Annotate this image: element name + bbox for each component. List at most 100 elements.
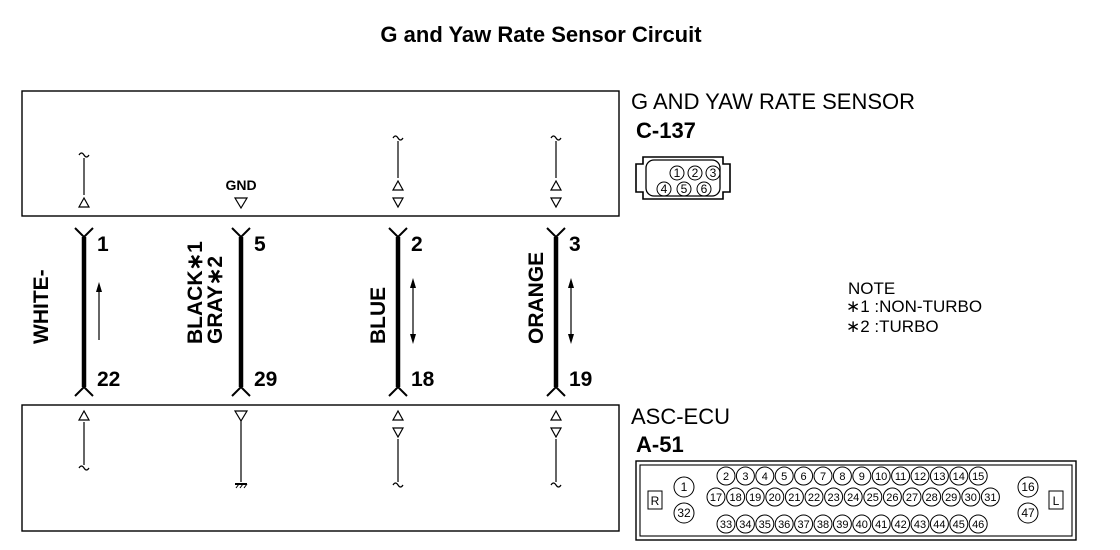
svg-text:34: 34 (739, 519, 751, 531)
ecu-pin-number: 29 (254, 368, 277, 391)
ecu-cavity: 31 (980, 487, 1000, 507)
svg-text:37: 37 (797, 519, 809, 531)
svg-text:35: 35 (759, 519, 771, 531)
ecu-cavity: 43 (910, 514, 930, 534)
svg-text:4: 4 (762, 471, 768, 483)
ecu-cavity: 15 (968, 466, 988, 486)
ecu-cavity: 14 (949, 466, 969, 486)
sensor-cavity: 1 (669, 165, 685, 181)
terminal-marker (391, 179, 405, 191)
svg-text:6: 6 (801, 471, 807, 483)
note-block: NOTE ∗1 :NON-TURBO ∗2 :TURBO (846, 279, 982, 336)
svg-text:3: 3 (742, 471, 748, 483)
svg-text:44: 44 (933, 519, 945, 531)
ecu-cavity: 45 (949, 514, 969, 534)
sensor-cavity: 5 (676, 181, 692, 197)
ecu-cavity: 20 (765, 487, 785, 507)
svg-text:30: 30 (965, 492, 977, 504)
svg-text:26: 26 (886, 492, 898, 504)
svg-text:4: 4 (661, 182, 668, 196)
svg-text:18: 18 (729, 492, 741, 504)
svg-text:43: 43 (914, 519, 926, 531)
wire-color-label: BLACK∗1 (184, 241, 207, 344)
ecu-cavity: 16 (1017, 476, 1039, 498)
wire-blue: 2 18 BLUE (367, 135, 435, 488)
svg-text:27: 27 (906, 492, 918, 504)
ecu-cavity: 30 (961, 487, 981, 507)
svg-text:21: 21 (788, 492, 800, 504)
ground-icon (235, 483, 248, 489)
ecu-cavity: 10 (871, 466, 891, 486)
ecu-cavity: 35 (755, 514, 775, 534)
sensor-name: G AND YAW RATE SENSOR (631, 89, 915, 114)
ecu-cavity: 13 (929, 466, 949, 486)
ecu-cavity: 25 (863, 487, 883, 507)
svg-text:40: 40 (856, 519, 868, 531)
svg-text:5: 5 (681, 182, 688, 196)
note-item-1: ∗1 :NON-TURBO (846, 297, 982, 316)
svg-text:28: 28 (925, 492, 937, 504)
terminal-marker (549, 427, 563, 439)
signal-direction-arrow (96, 282, 102, 292)
ecu-pin-number: 19 (569, 368, 592, 391)
ecu-cavity: 3 (735, 466, 755, 486)
svg-text:2: 2 (692, 166, 699, 180)
svg-text:42: 42 (894, 519, 906, 531)
ecu-cavity: 44 (929, 514, 949, 534)
ecu-cavity: 26 (882, 487, 902, 507)
svg-text:33: 33 (720, 519, 732, 531)
ecu-connector-id: A-51 (636, 432, 684, 457)
svg-text:39: 39 (836, 519, 848, 531)
ecu-cavity: 33 (716, 514, 736, 534)
terminal-marker (549, 197, 563, 209)
terminal-marker (77, 409, 91, 421)
ecu-cavity: 5 (774, 466, 794, 486)
ecu-cavity: 19 (745, 487, 765, 507)
sensor-pin-number: 5 (254, 233, 266, 256)
sensor-box (21, 90, 620, 217)
svg-text:10: 10 (875, 471, 887, 483)
svg-text:14: 14 (953, 471, 965, 483)
ecu-cavity: 21 (784, 487, 804, 507)
sensor-pin-number: 3 (569, 233, 581, 256)
svg-text:41: 41 (875, 519, 887, 531)
terminal-marker (233, 197, 249, 210)
ecu-cavity: 7 (813, 466, 833, 486)
wire-color-label: ORANGE (525, 252, 548, 344)
svg-text:5: 5 (781, 471, 787, 483)
wire-white: 1 22 WHITE- (30, 152, 120, 471)
sensor-cavity: 6 (696, 181, 712, 197)
ecu-cavity: 40 (852, 514, 872, 534)
wire-color-label: WHITE- (30, 269, 53, 344)
wire-color-label: BLUE (367, 287, 390, 344)
ecu-cavity: 22 (804, 487, 824, 507)
terminal-marker (391, 409, 405, 421)
ecu-cavity: 23 (824, 487, 844, 507)
svg-text:31: 31 (984, 492, 996, 504)
svg-text:R: R (651, 494, 660, 508)
svg-text:45: 45 (953, 519, 965, 531)
ecu-side-marker-l: L (1048, 490, 1064, 510)
ecu-cavity: 41 (871, 514, 891, 534)
ecu-cavity: 46 (968, 514, 988, 534)
svg-text:36: 36 (778, 519, 790, 531)
ecu-cavity: 4 (755, 466, 775, 486)
svg-text:8: 8 (839, 471, 845, 483)
ecu-cavity: 42 (891, 514, 911, 534)
ecu-cavity: 28 (922, 487, 942, 507)
svg-text:24: 24 (847, 492, 859, 504)
ecu-side-marker-r: R (647, 490, 663, 510)
svg-text:22: 22 (808, 492, 820, 504)
sensor-pin-number: 2 (411, 233, 423, 256)
note-heading: NOTE (848, 279, 895, 298)
svg-text:20: 20 (769, 492, 781, 504)
signal-direction-arrow (568, 334, 574, 344)
svg-text:17: 17 (710, 492, 722, 504)
svg-text:32: 32 (677, 506, 691, 520)
ecu-cavity: 11 (891, 466, 911, 486)
